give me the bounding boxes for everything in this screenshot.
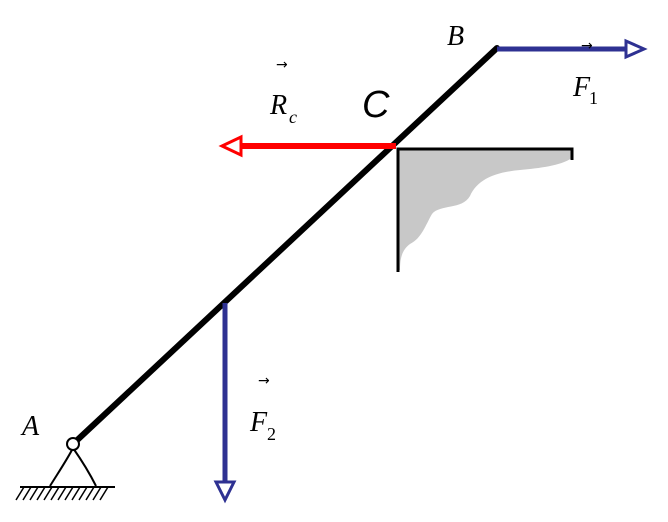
beam: [70, 45, 500, 447]
hatch-mark: [57, 486, 67, 501]
hatch-mark: [50, 486, 60, 501]
hatch-mark: [22, 486, 32, 501]
force-f2-sub: 2: [267, 424, 276, 444]
force-label-rc: → R c: [269, 57, 297, 127]
force-label-f1: → F 1: [572, 38, 598, 108]
hatch-mark: [78, 486, 88, 501]
force-f1-letter: F: [572, 72, 591, 103]
hatch-mark: [85, 486, 95, 501]
vector-arrow-rc: →: [276, 57, 288, 73]
vector-arrow-f1: →: [581, 38, 593, 54]
vector-arrow-f2: →: [258, 373, 270, 389]
wall-outline: [396, 147, 574, 272]
hatch-mark: [43, 486, 53, 501]
hatch-mark: [15, 486, 25, 501]
force-rc-sub: c: [289, 107, 297, 127]
force-rc-arrow: [218, 134, 396, 158]
hatch-mark: [92, 486, 102, 501]
hatch-mark: [64, 486, 74, 501]
hatch-mark: [71, 486, 81, 501]
force-f2-letter: F: [249, 407, 268, 438]
force-f1-sub: 1: [589, 88, 598, 108]
point-label-b: B: [447, 21, 464, 52]
force-f2-arrow: [213, 303, 237, 504]
force-label-f2: → F 2: [249, 373, 276, 444]
pin-joint: [66, 437, 80, 451]
pin-support: [49, 447, 97, 487]
point-label-a: A: [20, 411, 40, 442]
hatch-mark: [29, 486, 39, 501]
force-rc-letter: R: [269, 90, 287, 121]
hatch-mark: [36, 486, 46, 501]
wall-shading: [398, 149, 572, 270]
hatch-mark: [99, 486, 109, 501]
force-f1-arrow: [497, 38, 648, 60]
pin-triangle: [49, 447, 97, 487]
ground-hatch: [15, 486, 115, 501]
point-label-c: C: [362, 84, 390, 126]
wall-support: [396, 147, 574, 272]
